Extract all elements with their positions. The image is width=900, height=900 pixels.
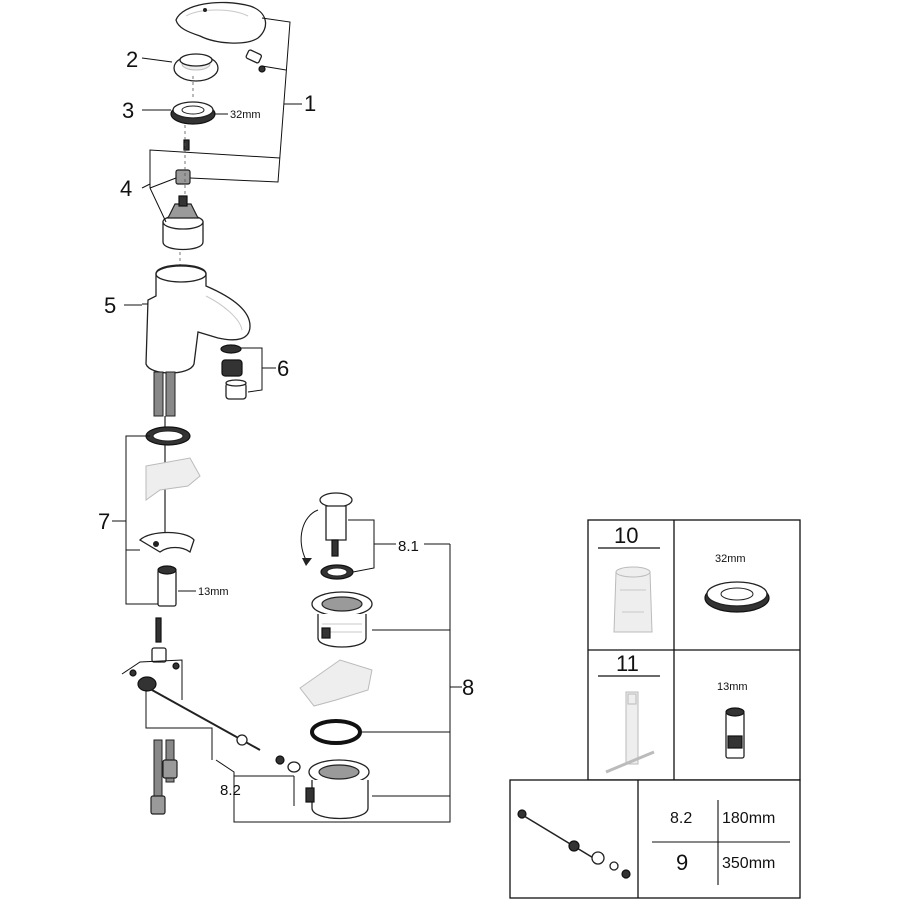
grub-screw bbox=[245, 49, 266, 73]
cartridge-nut bbox=[170, 101, 216, 125]
mounting-gasket bbox=[145, 426, 191, 446]
callout-3: 3 bbox=[122, 98, 134, 123]
callout-7: 7 bbox=[98, 509, 110, 534]
faucet-body bbox=[124, 264, 251, 374]
callout-1: 1 bbox=[304, 91, 316, 116]
callout-8-1: 8.1 bbox=[398, 538, 419, 555]
socket-wrench-10 bbox=[613, 566, 653, 633]
key-wrench-11 bbox=[605, 691, 655, 774]
supply-hoses-lower bbox=[150, 739, 178, 815]
cap-ring bbox=[173, 53, 219, 82]
plug-seal bbox=[320, 564, 354, 580]
aerator-set bbox=[220, 344, 276, 400]
nut-32mm-tool bbox=[704, 581, 770, 613]
waste-gasket bbox=[310, 719, 362, 745]
tool-10-number: 10 bbox=[614, 523, 638, 548]
rod-row-1-ref: 8.2 bbox=[670, 810, 692, 827]
tool-11-number: 11 bbox=[616, 651, 639, 676]
rod-row-2-ref: 9 bbox=[676, 850, 688, 875]
callout-4: 4 bbox=[120, 176, 132, 201]
mounting-bracket bbox=[138, 531, 195, 554]
supply-hoses bbox=[153, 371, 176, 540]
ghost-basin-section bbox=[145, 457, 201, 501]
handle-lever bbox=[175, 1, 267, 44]
callout-8-2: 8.2 bbox=[220, 782, 241, 799]
callout-2: 2 bbox=[126, 47, 138, 72]
hex-dimension-label: 13mm bbox=[198, 586, 229, 598]
rod-length-table bbox=[509, 779, 801, 899]
tools-table bbox=[587, 519, 801, 781]
waste-flange bbox=[311, 591, 373, 648]
nut-dimension-label: 32mm bbox=[230, 109, 261, 121]
rod-row-2-length: 350mm bbox=[722, 855, 775, 872]
callout-8: 8 bbox=[462, 675, 474, 700]
rod-row-1-length: 180mm bbox=[722, 810, 775, 827]
ghost-basin-waste bbox=[299, 659, 373, 707]
callout-5: 5 bbox=[104, 293, 116, 318]
stud-13mm-tool bbox=[725, 707, 745, 759]
adapter-screw bbox=[175, 139, 191, 185]
tool-11-dimension: 13mm bbox=[717, 681, 748, 693]
popup-plug bbox=[300, 492, 353, 566]
rod-table-illustration bbox=[517, 809, 631, 879]
waste-body bbox=[305, 759, 370, 820]
threaded-stud-13mm bbox=[157, 565, 177, 607]
tool-10-dimension: 32mm bbox=[715, 553, 746, 565]
callout-6: 6 bbox=[277, 356, 289, 381]
cartridge bbox=[162, 195, 204, 251]
lift-rod-assembly bbox=[121, 617, 301, 773]
